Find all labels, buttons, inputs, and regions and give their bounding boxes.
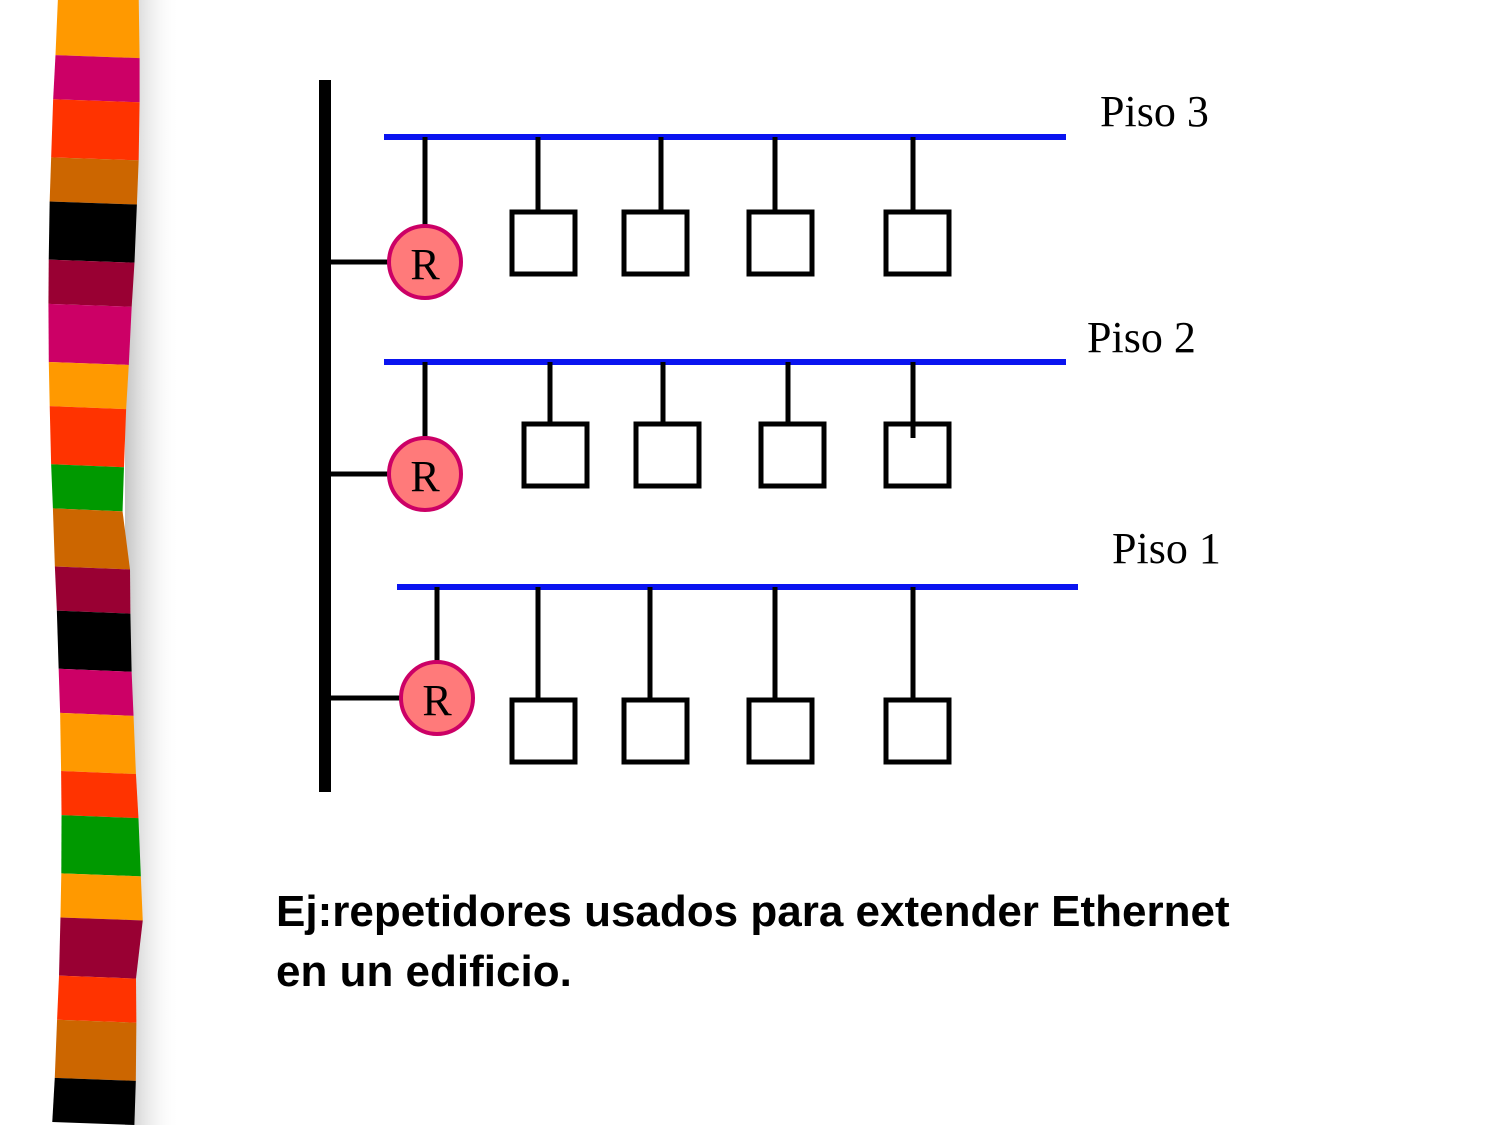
floor-label: Piso 3	[1100, 87, 1209, 136]
stripe-band	[60, 712, 136, 775]
stripe-band	[48, 259, 135, 307]
host-station	[621, 209, 690, 277]
stripe-band	[57, 975, 137, 1023]
repeater-label: R	[422, 676, 452, 725]
stripe-band	[51, 99, 140, 161]
stripe-band	[51, 464, 124, 512]
host-station	[758, 421, 827, 489]
host-station	[633, 421, 702, 489]
host-station	[621, 697, 690, 765]
stripe-band	[61, 771, 139, 819]
stripe-band	[56, 610, 132, 672]
caption-line-2: en un edificio.	[276, 947, 572, 996]
floor-label: Piso 1	[1112, 524, 1221, 573]
host-station	[883, 421, 952, 489]
floor-label: Piso 2	[1087, 313, 1196, 362]
repeater-label: R	[410, 240, 440, 289]
stripe-band	[48, 303, 132, 365]
host-station	[746, 209, 815, 277]
host-station	[883, 209, 952, 277]
repeater-label: R	[410, 452, 440, 501]
repeater-node	[399, 660, 475, 736]
stripe-band	[58, 668, 134, 716]
stripe-band	[55, 0, 140, 59]
stripe-band	[48, 201, 137, 263]
stripe-band	[49, 157, 139, 205]
stripe-band	[53, 55, 140, 103]
host-station	[509, 697, 578, 765]
stripe-band	[59, 917, 143, 979]
stripe-band	[54, 1019, 137, 1081]
floor-group: Piso 3 R	[325, 87, 1209, 300]
stripe-band	[61, 815, 141, 877]
repeater-node	[387, 436, 463, 512]
floor-group: Piso 2 R	[325, 313, 1196, 512]
repeater-node	[387, 224, 463, 300]
stripe-band	[54, 566, 131, 614]
stripe-band	[49, 406, 127, 468]
stripe-band	[48, 361, 129, 410]
stripe-band	[52, 508, 131, 570]
floor-group: Piso 1 R	[325, 524, 1221, 765]
caption-line-1: Ej:repetidores usados para extender Ethe…	[276, 887, 1230, 936]
stripe-band	[60, 873, 143, 921]
host-station	[521, 421, 590, 489]
host-station	[509, 209, 578, 277]
caption: Ej:repetidores usados para extender Ethe…	[276, 882, 1456, 1002]
stripe-band	[52, 1077, 136, 1125]
host-station	[746, 697, 815, 765]
host-station	[883, 697, 952, 765]
decorative-stripe-bar	[48, 0, 180, 1125]
